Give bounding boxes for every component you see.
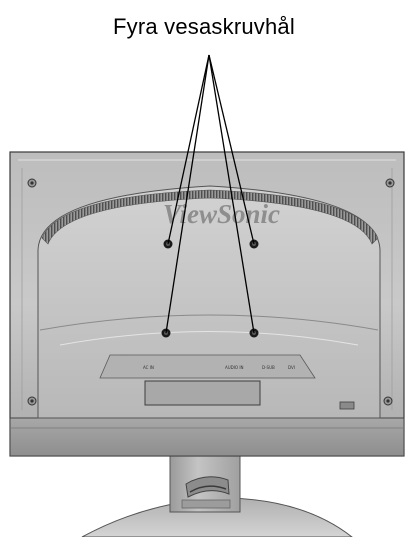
corner-screw bbox=[27, 178, 37, 188]
port-label: AUDIO IN bbox=[225, 365, 244, 370]
leader-line bbox=[165, 54, 210, 334]
leader-line bbox=[208, 54, 255, 334]
corner-screw bbox=[385, 178, 395, 188]
leader-lines bbox=[165, 54, 255, 334]
figure-caption: Fyra vesaskruvhål bbox=[113, 14, 295, 39]
corner-screw bbox=[383, 396, 393, 406]
connector-panel: AC IN AUDIO IN D-SUB DVI bbox=[99, 354, 355, 410]
port-label: DVI bbox=[288, 365, 295, 370]
port-label: D-SUB bbox=[262, 365, 275, 370]
leader-line bbox=[167, 54, 210, 245]
cable-clip bbox=[185, 476, 230, 498]
leader-line bbox=[208, 54, 255, 245]
corner-screw bbox=[27, 396, 37, 406]
brand-logo: ViewSonic bbox=[163, 199, 280, 229]
port-label: AC IN bbox=[143, 365, 154, 370]
